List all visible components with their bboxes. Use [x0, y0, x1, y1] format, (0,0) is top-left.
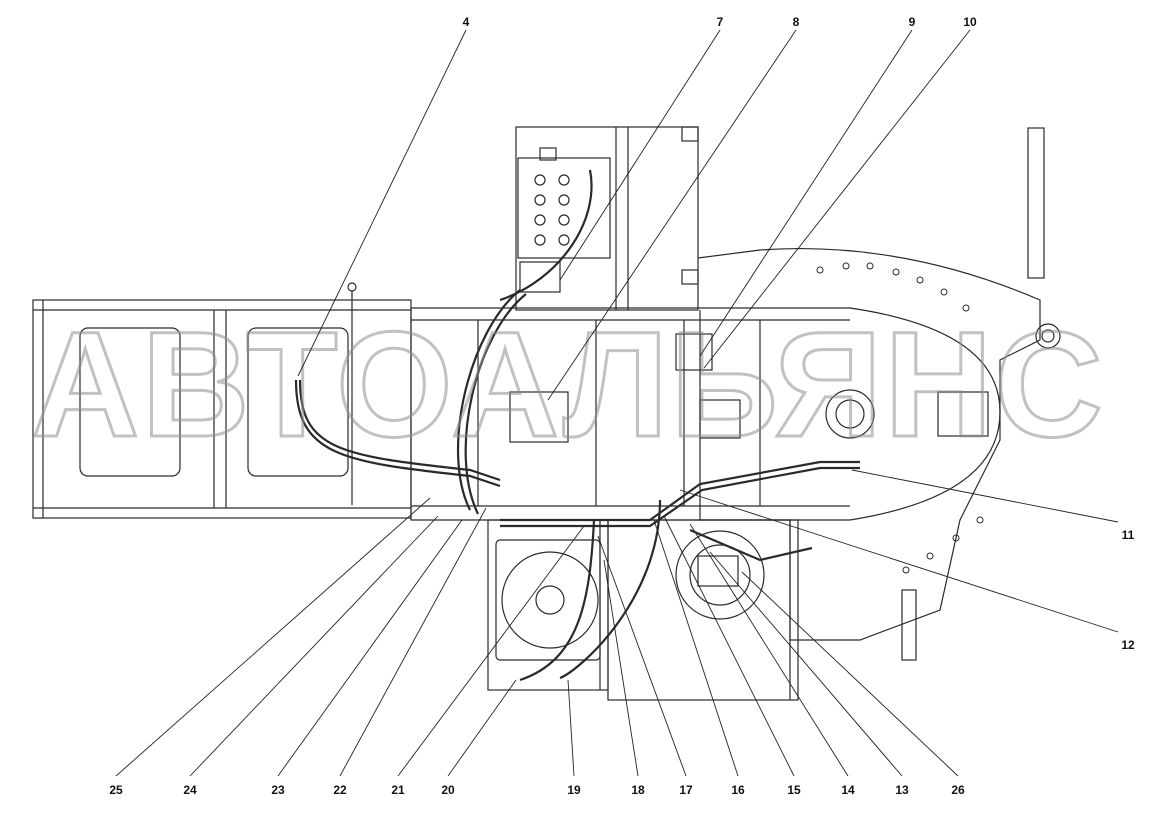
- upper-arm: [1027, 127, 1045, 279]
- callout-19: 19: [567, 783, 581, 797]
- callout-11: 11: [1122, 528, 1135, 542]
- bracket-plate: [697, 248, 1041, 641]
- frame-window-right: [247, 327, 349, 477]
- callout-12: 12: [1121, 638, 1135, 652]
- control-valve: [699, 399, 741, 439]
- callout-8: 8: [793, 15, 800, 29]
- pressure-valve: [519, 261, 561, 293]
- valve-block: [517, 157, 611, 259]
- frame-window-left: [79, 327, 181, 477]
- callout-22: 22: [333, 783, 347, 797]
- callout-15: 15: [787, 783, 801, 797]
- callout-labels: 4 7 8 9 10 11 12 25 24 23 22 21 20 19 18…: [109, 15, 1135, 797]
- pump-housing: [607, 519, 799, 701]
- pump-disc: [675, 530, 765, 620]
- callout-4: 4: [463, 15, 470, 29]
- end-block: [937, 391, 989, 437]
- valve-knob: [539, 147, 557, 161]
- callout-14: 14: [841, 783, 855, 797]
- line-work: [32, 126, 1061, 701]
- callout-10: 10: [963, 15, 977, 29]
- pivot-eye: [1035, 323, 1061, 349]
- reservoir-disc: [501, 551, 599, 649]
- grease-fitting: [347, 282, 357, 292]
- valve-bank-plate: [515, 126, 699, 311]
- callout-7: 7: [717, 15, 724, 29]
- rotary-motor: [825, 389, 875, 439]
- callout-13: 13: [895, 783, 909, 797]
- callout-25: 25: [109, 783, 123, 797]
- watermark: АВТОАЛЬЯНС: [31, 300, 1105, 468]
- callout-24: 24: [183, 783, 197, 797]
- callout-23: 23: [271, 783, 285, 797]
- callout-20: 20: [441, 783, 455, 797]
- callout-16: 16: [731, 783, 745, 797]
- callout-9: 9: [909, 15, 916, 29]
- hoses: [294, 169, 860, 682]
- callout-17: 17: [679, 783, 693, 797]
- mid-valve-block: [509, 391, 569, 443]
- callout-21: 21: [391, 783, 405, 797]
- leader-lines: [115, 29, 1119, 777]
- bracket-holes: [816, 262, 984, 574]
- callout-18: 18: [631, 783, 645, 797]
- callout-26: 26: [951, 783, 965, 797]
